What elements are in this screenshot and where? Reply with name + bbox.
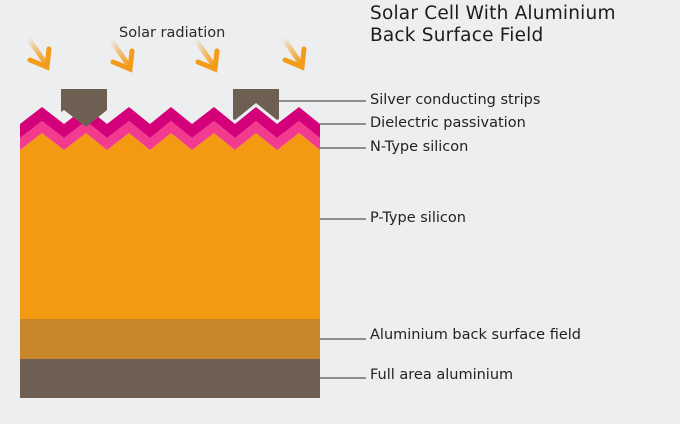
title-line-2: Back Surface Field [370, 25, 544, 46]
sun-ray-arrow-icon [108, 37, 135, 73]
silver-strip-right [233, 89, 279, 120]
n-type-silicon-layer [20, 121, 320, 150]
sun-ray-arrow-icon [280, 35, 307, 71]
label-dielectric-passivation: Dielectric passivation [370, 115, 526, 131]
sun-ray-arrow-icon [25, 35, 52, 71]
aluminium-bsf-layer [20, 319, 320, 359]
label-p-type-silicon: P-Type silicon [370, 210, 466, 226]
label-aluminium-bsf: Aluminium back surface field [370, 327, 581, 343]
p-type-silicon-layer [20, 133, 320, 319]
label-n-type-silicon: N-Type silicon [370, 139, 469, 155]
leader-lines [279, 100, 366, 379]
silver-strip-left [61, 89, 107, 127]
solar-radiation-label: Solar radiation [119, 25, 226, 41]
diagram-title: Solar Cell With Aluminium Back Surface F… [370, 3, 616, 47]
title-line-1: Solar Cell With Aluminium [370, 3, 616, 24]
label-full-area-aluminium: Full area aluminium [370, 367, 514, 383]
full-area-aluminium-layer [20, 359, 320, 398]
label-silver-strips: Silver conducting strips [370, 92, 541, 108]
sun-ray-arrow-icon [193, 37, 220, 73]
